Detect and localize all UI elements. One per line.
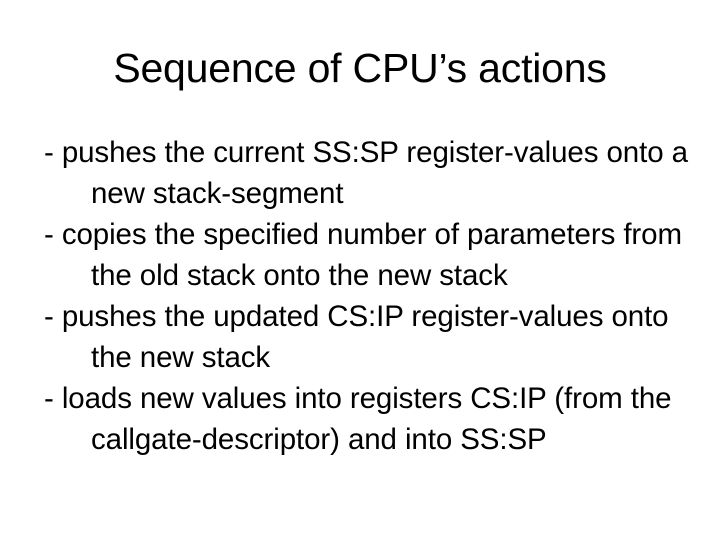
slide-title: Sequence of CPU’s actions [113, 45, 607, 91]
bullet-item-1: - pushes the current SS:SP register-valu… [44, 136, 688, 210]
bullet-item-3: - pushes the updated CS:IP register-valu… [44, 300, 669, 374]
slide-body-text: - pushes the current SS:SP register-valu… [44, 132, 692, 460]
bullet-item-2: - copies the specified number of paramet… [44, 218, 682, 292]
bullet-item-4: - loads new values into registers CS:IP … [44, 382, 672, 456]
